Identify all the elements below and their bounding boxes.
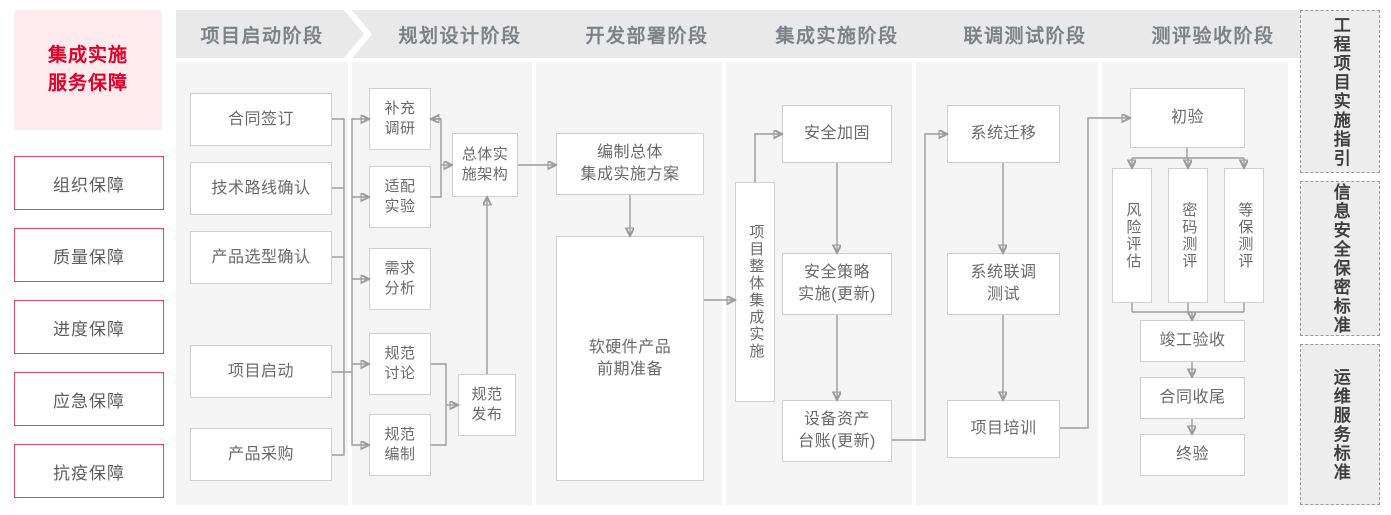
node-adapt-test[interactable]: 适配实验 [369,166,431,228]
node-extra-research[interactable]: 补充调研 [369,88,431,150]
node-product-buy[interactable]: 产品采购 [190,428,332,481]
node-asset-ledger-line1: 设备资产 [803,411,870,429]
guarantee-title: 集成实施 服务保障 [14,10,162,130]
node-project-kickoff[interactable]: 项目启动 [190,345,332,398]
node-security-policy[interactable]: 安全策略实施(更新) [782,253,892,315]
node-overall-arch[interactable]: 总体实施架构 [452,133,518,197]
phase-header-integration[interactable]: 集成实施阶段 [726,10,946,58]
node-contract-sign[interactable]: 合同签订 [190,93,332,146]
node-security-policy-line2: 实施(更新) [798,286,876,303]
node-hw-sw-prep[interactable]: 软硬件产品前期准备 [556,236,704,481]
node-write-plan-line1: 编制总体 [596,144,663,162]
node-write-plan-line2: 集成实施方案 [580,166,680,183]
node-req-analysis[interactable]: 需求分析 [369,248,431,310]
node-risk-assess[interactable]: 风险评估 [1112,168,1152,303]
node-asset-ledger-line2: 台账(更新) [798,433,876,450]
guarantee-item-organization[interactable]: 组织保障 [14,156,164,210]
guarantee-item-schedule[interactable]: 进度保障 [14,300,164,354]
node-adapt-test-line1: 适配 [384,177,416,195]
node-grade-eval[interactable]: 等保测评 [1224,168,1264,303]
node-hw-sw-prep-line2: 前期准备 [596,360,663,378]
node-security-harden[interactable]: 安全加固 [782,105,892,163]
node-adapt-test-line2: 实验 [384,198,416,215]
node-sys-joint-test[interactable]: 系统联调测试 [947,253,1060,315]
node-spec-write-line1: 规范 [384,425,416,443]
node-spec-discuss-line1: 规范 [384,344,416,362]
node-spec-release-line2: 发布 [471,406,503,423]
node-overall-arch-line2: 施架构 [461,166,509,183]
phase-header-joint-test[interactable]: 联调测试阶段 [916,10,1132,58]
node-hw-sw-prep-line1: 软硬件产品 [588,338,672,356]
guarantee-rail: 集成实施 服务保障 组织保障 质量保障 进度保障 应急保障 抗疫保障 [14,10,164,505]
node-product-select[interactable]: 产品选型确认 [190,231,332,284]
node-overall-arch-line1: 总体实 [461,145,509,163]
node-overall-integration[interactable]: 项目整体集成实施 [735,182,775,402]
standard-security-confidentiality-label: 信息安全保密标准 [1330,182,1350,335]
node-sys-migrate[interactable]: 系统迁移 [947,105,1060,163]
node-extra-research-line2: 调研 [384,120,416,137]
node-spec-discuss-line2: 讨论 [384,365,416,382]
phase-header-acceptance[interactable]: 测评验收阶段 [1102,10,1322,58]
node-extra-research-line1: 补充 [384,99,416,117]
node-spec-release[interactable]: 规范发布 [458,374,516,436]
node-sys-joint-test-line1: 系统联调 [970,264,1037,282]
node-training[interactable]: 项目培训 [947,400,1060,458]
standard-engineering-guide[interactable]: 工程项目实施指引 [1300,10,1380,173]
standards-rail: 工程项目实施指引 信息安全保密标准 运维服务标准 [1300,10,1380,505]
node-req-analysis-line2: 分析 [384,280,416,297]
node-write-plan[interactable]: 编制总体集成实施方案 [556,133,704,195]
node-asset-ledger[interactable]: 设备资产台账(更新) [782,400,892,462]
phase-header-develop[interactable]: 开发部署阶段 [536,10,756,58]
node-final-accept[interactable]: 终验 [1140,434,1245,476]
guarantee-item-quality[interactable]: 质量保障 [14,228,164,282]
standard-security-confidentiality[interactable]: 信息安全保密标准 [1300,181,1380,336]
standard-ops-service[interactable]: 运维服务标准 [1300,344,1380,505]
guarantee-title-line1: 集成实施 [47,45,128,67]
node-contract-close[interactable]: 合同收尾 [1140,377,1245,419]
node-first-accept[interactable]: 初验 [1130,88,1245,148]
node-final-check[interactable]: 竣工验收 [1140,320,1245,362]
node-req-analysis-line1: 需求 [384,259,416,277]
standard-engineering-guide-label: 工程项目实施指引 [1330,15,1350,168]
guarantee-item-epidemic[interactable]: 抗疫保障 [14,444,164,498]
guarantee-title-line2: 服务保障 [47,73,128,94]
guarantee-item-emergency[interactable]: 应急保障 [14,372,164,426]
node-crypto-eval[interactable]: 密码测评 [1168,168,1208,303]
node-spec-discuss[interactable]: 规范讨论 [369,333,431,395]
node-sys-joint-test-line2: 测试 [986,286,1020,303]
phase-header-startup[interactable]: 项目启动阶段 [176,10,364,58]
node-tech-route[interactable]: 技术路线确认 [190,162,332,215]
node-spec-write-line2: 编制 [384,446,416,463]
node-spec-release-line1: 规范 [471,385,503,403]
phase-header-planning[interactable]: 规划设计阶段 [352,10,566,58]
node-spec-write[interactable]: 规范编制 [369,414,431,476]
node-security-policy-line1: 安全策略 [803,264,870,282]
standard-ops-service-label: 运维服务标准 [1330,367,1350,482]
